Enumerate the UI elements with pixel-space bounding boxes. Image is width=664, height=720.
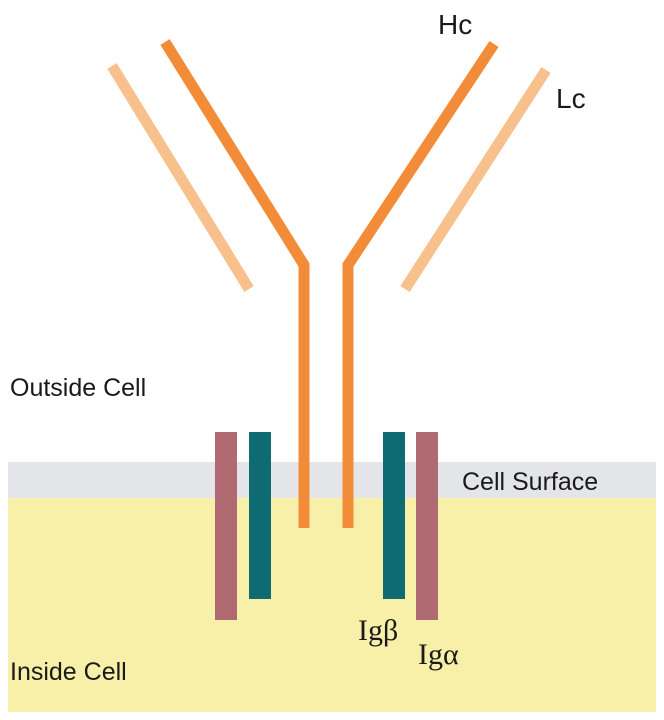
cell-surface-membrane (8, 462, 656, 498)
heavy-chain-right (342, 40, 499, 528)
light-chain-label: Lc (556, 83, 586, 114)
ig-beta-right (383, 432, 405, 599)
heavy-chain-label: Hc (438, 9, 472, 40)
light-chain-right (400, 67, 551, 292)
inside-cell-region (8, 497, 656, 712)
ig-beta-label: Igβ (358, 614, 398, 647)
cell-surface-label: Cell Surface (462, 468, 598, 496)
light-chain-left (107, 63, 254, 292)
ig-alpha-label: Igα (418, 638, 459, 671)
ig-alpha-right (416, 432, 438, 620)
inside-cell-label: Inside Cell (10, 658, 127, 686)
heavy-chain-left (160, 39, 310, 528)
ig-alpha-left (215, 432, 237, 620)
outside-cell-label: Outside Cell (10, 374, 146, 402)
ig-beta-left (249, 432, 271, 599)
